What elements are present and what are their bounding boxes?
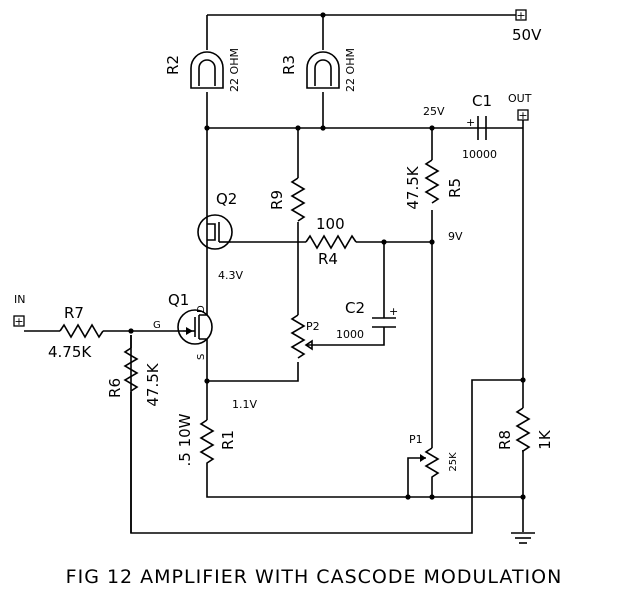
svg-text:100: 100 xyxy=(316,215,345,233)
wires xyxy=(24,14,524,534)
svg-text:P2: P2 xyxy=(306,320,320,333)
svg-text:C2: C2 xyxy=(345,299,365,317)
svg-text:R6: R6 xyxy=(106,378,124,398)
supply-label: 50V xyxy=(512,26,542,44)
svg-text:1K: 1K xyxy=(536,429,554,450)
svg-text:25K: 25K xyxy=(448,452,459,472)
svg-text:47.5K: 47.5K xyxy=(144,362,162,406)
svg-text:Q1: Q1 xyxy=(168,291,189,309)
svg-text:+: + xyxy=(466,116,475,129)
node-9v-label: 9V xyxy=(448,230,463,243)
ground-symbol xyxy=(511,532,535,544)
supply-terminal: + 50V xyxy=(512,9,542,44)
lamp-r3: R3 22 OHM xyxy=(280,48,357,92)
svg-text:+: + xyxy=(389,305,398,318)
svg-text:S: S xyxy=(196,354,207,360)
node-1-1v-label: 1.1V xyxy=(232,398,257,411)
svg-text:R8: R8 xyxy=(496,430,514,450)
svg-text:10000: 10000 xyxy=(462,148,497,161)
svg-text:22 OHM: 22 OHM xyxy=(228,48,241,92)
svg-text:R3: R3 xyxy=(280,55,298,75)
svg-text:G: G xyxy=(153,320,161,331)
input-label: IN xyxy=(14,293,25,306)
svg-text:+: + xyxy=(516,9,525,22)
output-label: OUT xyxy=(508,92,532,105)
svg-text:R5: R5 xyxy=(446,178,464,198)
svg-text:D: D xyxy=(196,305,207,313)
svg-text:+: + xyxy=(518,109,527,122)
output-terminal: + OUT xyxy=(508,92,532,122)
svg-text:.5 10W: .5 10W xyxy=(176,413,194,466)
svg-text:R2: R2 xyxy=(164,55,182,75)
capacitor-c2: + C2 1000 xyxy=(336,299,398,341)
svg-text:P1: P1 xyxy=(409,433,423,446)
svg-text:4.75K: 4.75K xyxy=(48,343,92,361)
svg-text:1000: 1000 xyxy=(336,328,364,341)
capacitor-c1: + C1 10000 xyxy=(462,92,497,161)
figure-caption: FIG 12 AMPLIFIER WITH CASCODE MODULATION xyxy=(65,566,563,588)
mosfet-q1: Q1 D G S xyxy=(153,291,213,360)
svg-text:R1: R1 xyxy=(219,430,237,450)
lamp-r2: R2 22 OHM xyxy=(164,48,241,92)
resistor-r4: 100 R4 xyxy=(305,215,357,268)
resistor-r6: R6 47.5K xyxy=(106,347,162,407)
svg-text:47.5K: 47.5K xyxy=(404,165,422,209)
resistor-r8: R8 1K xyxy=(496,407,554,453)
svg-text:+: + xyxy=(14,315,23,328)
mosfet-q2: Q2 xyxy=(197,190,237,250)
svg-text:C1: C1 xyxy=(472,92,492,110)
input-terminal: + IN xyxy=(13,293,25,328)
svg-text:22 OHM: 22 OHM xyxy=(344,48,357,92)
resistor-r7: R7 4.75K xyxy=(48,304,104,361)
svg-text:R7: R7 xyxy=(64,304,84,322)
svg-text:R9: R9 xyxy=(268,190,286,210)
node-25v-label: 25V xyxy=(423,105,445,118)
resistor-r5: 47.5K R5 xyxy=(404,159,464,210)
resistor-r9: R9 xyxy=(268,177,306,222)
svg-text:R4: R4 xyxy=(318,250,338,268)
svg-text:Q2: Q2 xyxy=(216,190,237,208)
potentiometer-p1: P1 25K xyxy=(409,433,459,480)
resistor-r1: .5 10W R1 xyxy=(176,413,237,466)
junction-dots xyxy=(128,12,526,500)
node-4-3v-label: 4.3V xyxy=(218,269,243,282)
potentiometer-p2: P2 xyxy=(290,314,320,359)
